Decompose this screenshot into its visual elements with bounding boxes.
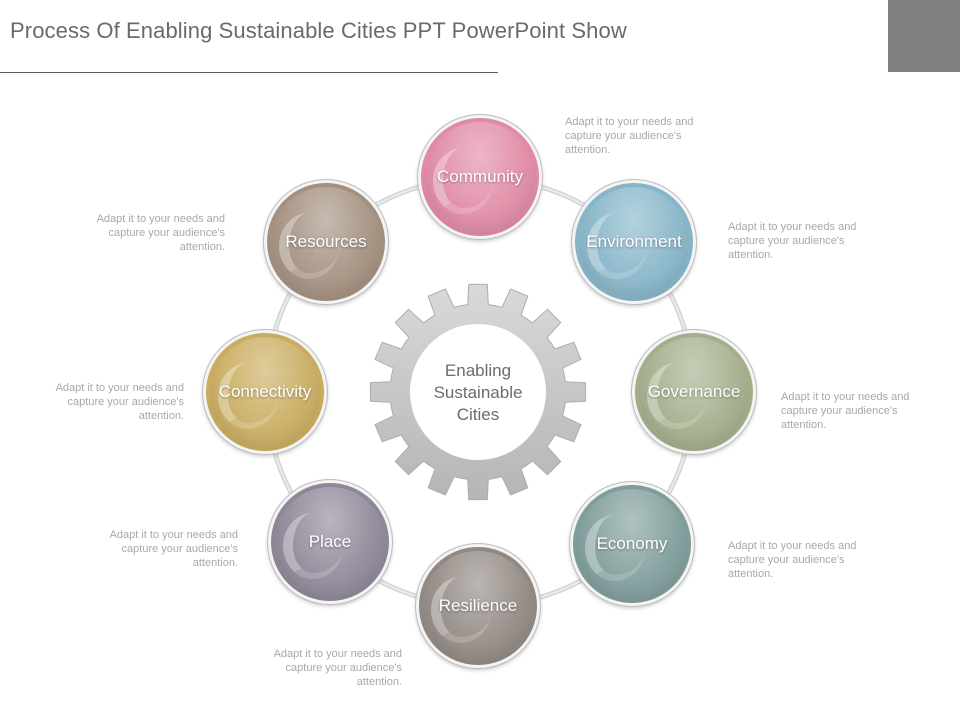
node-label: Connectivity [218, 382, 312, 401]
gear-center-disc [410, 324, 546, 460]
node-connectivity[interactable]: Connectivity [203, 330, 327, 454]
slide-title: Process Of Enabling Sustainable Cities P… [10, 18, 627, 43]
node-label: Place [308, 532, 352, 551]
node-label: Environment [586, 232, 682, 251]
caption-place: Adapt it to your needs and capture your … [109, 529, 238, 569]
node-label: Economy [596, 534, 668, 553]
corner-block [888, 0, 960, 72]
center-line: Cities [456, 405, 500, 424]
node-label: Resilience [438, 596, 518, 615]
caption-resilience: Adapt it to your needs and capture your … [273, 648, 402, 688]
node-economy[interactable]: Economy [570, 482, 694, 606]
title-underline [0, 72, 498, 73]
caption-connectivity: Adapt it to your needs and capture your … [55, 382, 184, 422]
caption-resources: Adapt it to your needs and capture your … [96, 213, 225, 253]
center-line: Sustainable [433, 383, 523, 402]
node-place[interactable]: Place [268, 480, 392, 604]
node-governance[interactable]: Governance [632, 330, 756, 454]
center-line: Enabling [444, 361, 512, 380]
node-resilience[interactable]: Resilience [416, 544, 540, 668]
node-label: Governance [647, 382, 741, 401]
caption-community: Adapt it to your needs and capture your … [565, 116, 694, 156]
caption-economy: Adapt it to your needs and capture your … [728, 540, 857, 580]
node-environment[interactable]: Environment [572, 180, 696, 304]
node-label: Community [437, 167, 523, 186]
node-community[interactable]: Community [418, 115, 542, 239]
center-label: Enabling Sustainable Cities [418, 360, 538, 426]
caption-governance: Adapt it to your needs and capture your … [781, 391, 910, 431]
node-resources[interactable]: Resources [264, 180, 388, 304]
caption-environment: Adapt it to your needs and capture your … [728, 221, 857, 261]
node-label: Resources [285, 232, 367, 251]
